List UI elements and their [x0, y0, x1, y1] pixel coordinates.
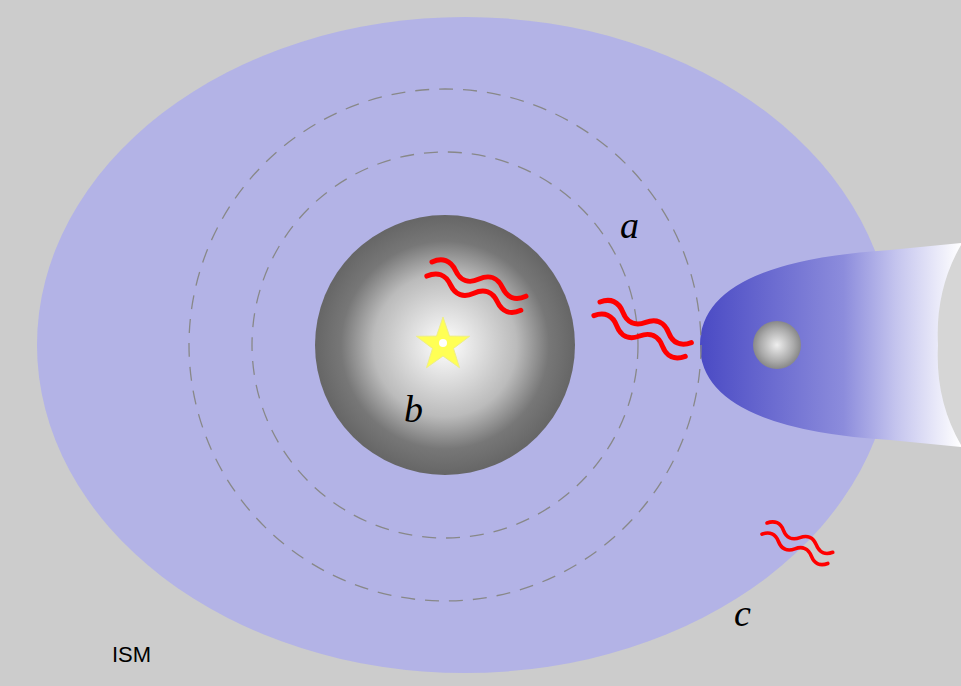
orbit-inner: [252, 152, 638, 538]
astrosphere: [37, 17, 893, 673]
radiation-waves: [760, 519, 834, 567]
region-label: c: [734, 594, 751, 632]
stellar-core-region: [315, 215, 575, 475]
tail-region: [938, 245, 961, 445]
region-label: ISM: [112, 644, 151, 666]
star: [416, 317, 469, 368]
planet: [753, 321, 801, 369]
radiation-waves: [591, 297, 693, 362]
bow-shock: [700, 243, 961, 447]
star-center: [439, 339, 447, 347]
region-label: a: [620, 206, 639, 244]
orbit-outer: [189, 89, 701, 601]
region-label: b: [404, 390, 423, 428]
radiation-waves: [425, 256, 528, 316]
